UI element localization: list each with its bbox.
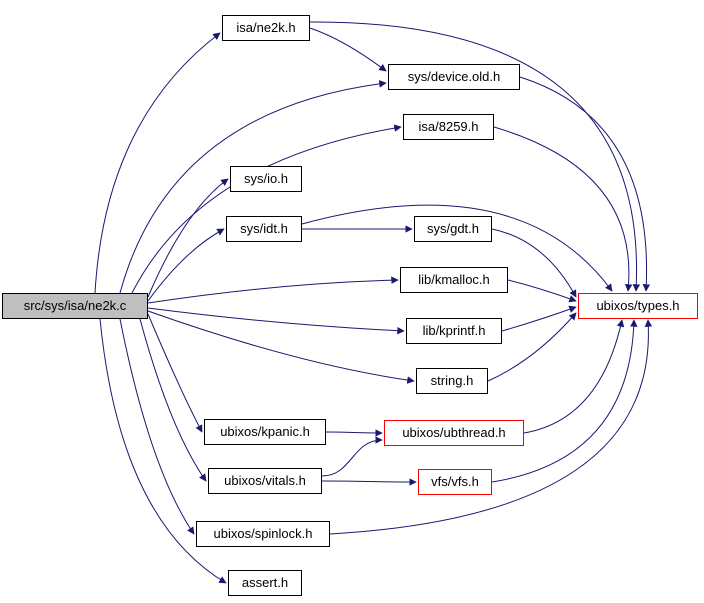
graph-node-sys_io[interactable]: sys/io.h — [230, 166, 302, 192]
edge-vitals-to-vfs — [321, 478, 417, 486]
edge-kprintf-to-types — [501, 305, 577, 332]
edge-ne2k_h-to-device_old — [309, 27, 387, 72]
edge-device_old-to-types — [519, 76, 651, 292]
graph-node-device_old[interactable]: sys/device.old.h — [388, 64, 520, 90]
edge-ne2k_c-to-kprintf — [147, 307, 405, 335]
edge-ne2k_c-to-kpanic — [147, 313, 203, 433]
graph-node-kprintf[interactable]: lib/kprintf.h — [406, 318, 502, 344]
edge-vfs-to-types — [491, 319, 638, 483]
graph-node-vfs[interactable]: vfs/vfs.h — [418, 469, 492, 495]
edge-ne2k_c-to-vitals — [139, 318, 207, 482]
graph-node-sys_idt[interactable]: sys/idt.h — [226, 216, 302, 242]
graph-node-assert_h[interactable]: assert.h — [228, 570, 302, 596]
graph-node-i8259[interactable]: isa/8259.h — [403, 114, 494, 140]
edge-ne2k_c-to-sys_idt — [147, 228, 225, 302]
graph-node-string_h[interactable]: string.h — [416, 368, 488, 394]
edge-sys_idt-to-types — [301, 204, 613, 292]
edge-ne2k_c-to-i8259 — [131, 124, 402, 294]
graph-node-kpanic[interactable]: ubixos/kpanic.h — [204, 419, 326, 445]
graph-node-vitals[interactable]: ubixos/vitals.h — [208, 468, 322, 494]
edge-group — [94, 21, 653, 584]
edge-kmalloc-to-types — [507, 279, 577, 303]
graph-node-ne2k_c: src/sys/isa/ne2k.c — [2, 293, 148, 319]
graph-node-sys_gdt[interactable]: sys/gdt.h — [414, 216, 492, 242]
edge-i8259-to-types — [493, 126, 633, 292]
edge-ne2k_c-to-device_old — [119, 80, 387, 294]
graph-node-types[interactable]: ubixos/types.h — [578, 293, 698, 319]
edge-kpanic-to-ubthread — [325, 429, 383, 437]
edge-ubthread-to-types — [523, 319, 625, 434]
edge-ne2k_c-to-ne2k_h — [94, 32, 221, 294]
edge-string_h-to-types — [487, 312, 577, 382]
edge-ne2k_c-to-kmalloc — [147, 276, 399, 304]
graph-node-kmalloc[interactable]: lib/kmalloc.h — [400, 267, 508, 293]
edge-vitals-to-ubthread — [321, 436, 383, 477]
edge-ne2k_c-to-spinlock — [119, 318, 195, 535]
edge-spinlock-to-types — [329, 319, 653, 535]
edge-ne2k_c-to-string_h — [147, 310, 415, 384]
edge-ne2k_h-to-types — [309, 21, 641, 292]
graph-node-ne2k_h[interactable]: isa/ne2k.h — [222, 15, 310, 41]
edge-ne2k_c-to-sys_io — [147, 178, 229, 298]
graph-node-ubthread[interactable]: ubixos/ubthread.h — [384, 420, 524, 446]
graph-node-spinlock[interactable]: ubixos/spinlock.h — [196, 521, 330, 547]
edge-sys_gdt-to-types — [491, 228, 577, 298]
edge-ne2k_c-to-assert_h — [99, 318, 227, 584]
